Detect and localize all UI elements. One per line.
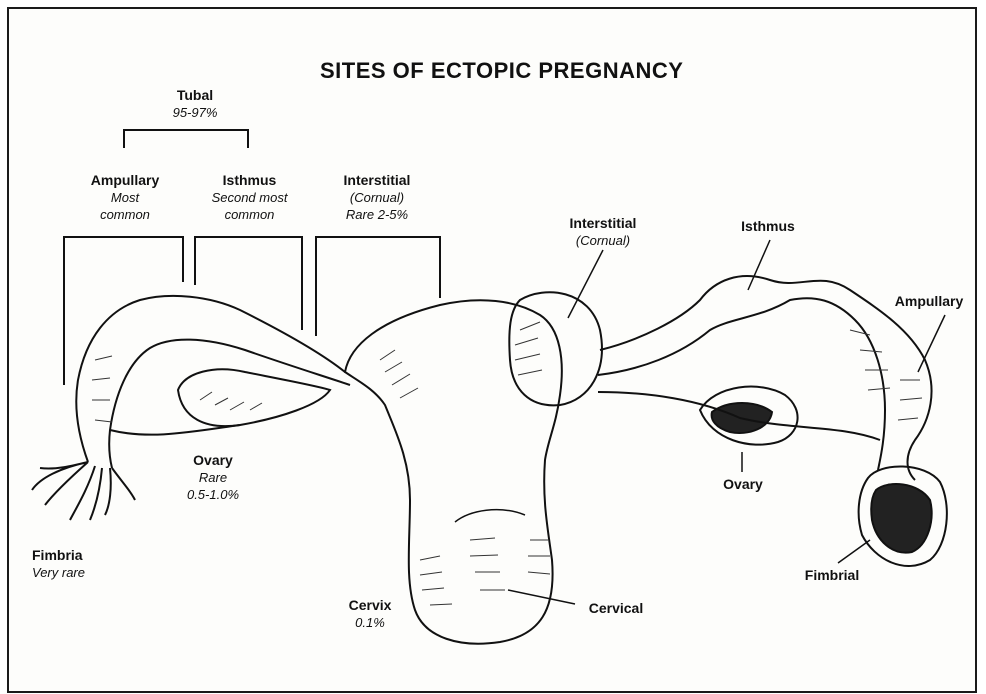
label-ampullary-left-note1: Most [70, 189, 180, 206]
label-interstitial-left-note2: Rare 2-5% [322, 206, 432, 223]
pointer-cervical [508, 590, 575, 604]
interstitial-bracket [316, 237, 440, 336]
label-ovary-right: Ovary [708, 476, 778, 493]
pointer-ampullary [918, 315, 945, 372]
left-fallopian-tube [76, 296, 345, 462]
label-cervical-name: Cervical [574, 600, 658, 617]
label-ovary-left-name: Ovary [168, 452, 258, 469]
label-isthmus-right-name: Isthmus [728, 218, 808, 235]
pointer-isthmus [748, 240, 770, 290]
label-ovary-right-name: Ovary [708, 476, 778, 493]
label-interstitial-left-name: Interstitial [322, 172, 432, 189]
label-ovary-left-note1: Rare [168, 469, 258, 486]
label-isthmus-right: Isthmus [728, 218, 808, 235]
label-cervix-note: 0.1% [330, 614, 410, 631]
label-tubal-name: Tubal [150, 87, 240, 104]
label-ampullary-left-name: Ampullary [70, 172, 180, 189]
label-fimbrial: Fimbrial [792, 567, 872, 584]
pointer-fimbrial [838, 540, 870, 563]
isthmus-bracket [195, 237, 302, 330]
left-fimbria [32, 462, 135, 520]
label-interstitial-left-note1: (Cornual) [322, 189, 432, 206]
label-cervical: Cervical [574, 600, 658, 617]
label-fimbria-name: Fimbria [32, 547, 122, 564]
label-fimbrial-name: Fimbrial [792, 567, 872, 584]
label-isthmus-left-note2: common [192, 206, 307, 223]
label-fimbria-note: Very rare [32, 564, 122, 581]
label-isthmus-left: Isthmus Second most common [192, 172, 307, 223]
right-interstitial-bulge [509, 292, 602, 405]
tubal-bracket [124, 130, 248, 148]
label-interstitial-right: Interstitial (Cornual) [553, 215, 653, 249]
label-isthmus-left-name: Isthmus [192, 172, 307, 189]
label-interstitial-left: Interstitial (Cornual) Rare 2-5% [322, 172, 432, 223]
label-ovary-left-note2: 0.5-1.0% [168, 486, 258, 503]
label-cervix-name: Cervix [330, 597, 410, 614]
label-ovary-left: Ovary Rare 0.5-1.0% [168, 452, 258, 503]
left-ovary [178, 369, 330, 426]
uterus-body [345, 300, 562, 643]
label-ampullary-left-note2: common [70, 206, 180, 223]
label-tubal-note: 95-97% [150, 104, 240, 121]
label-ampullary-left: Ampullary Most common [70, 172, 180, 223]
label-interstitial-right-note: (Cornual) [553, 232, 653, 249]
label-ampullary-right: Ampullary [884, 293, 974, 310]
label-fimbria: Fimbria Very rare [32, 547, 122, 581]
label-tubal: Tubal 95-97% [150, 87, 240, 121]
label-ampullary-right-name: Ampullary [884, 293, 974, 310]
diagram-title: SITES OF ECTOPIC PREGNANCY [320, 58, 683, 84]
label-cervix: Cervix 0.1% [330, 597, 410, 631]
label-interstitial-right-name: Interstitial [553, 215, 653, 232]
label-isthmus-left-note1: Second most [192, 189, 307, 206]
pointer-interstitial [568, 250, 603, 318]
